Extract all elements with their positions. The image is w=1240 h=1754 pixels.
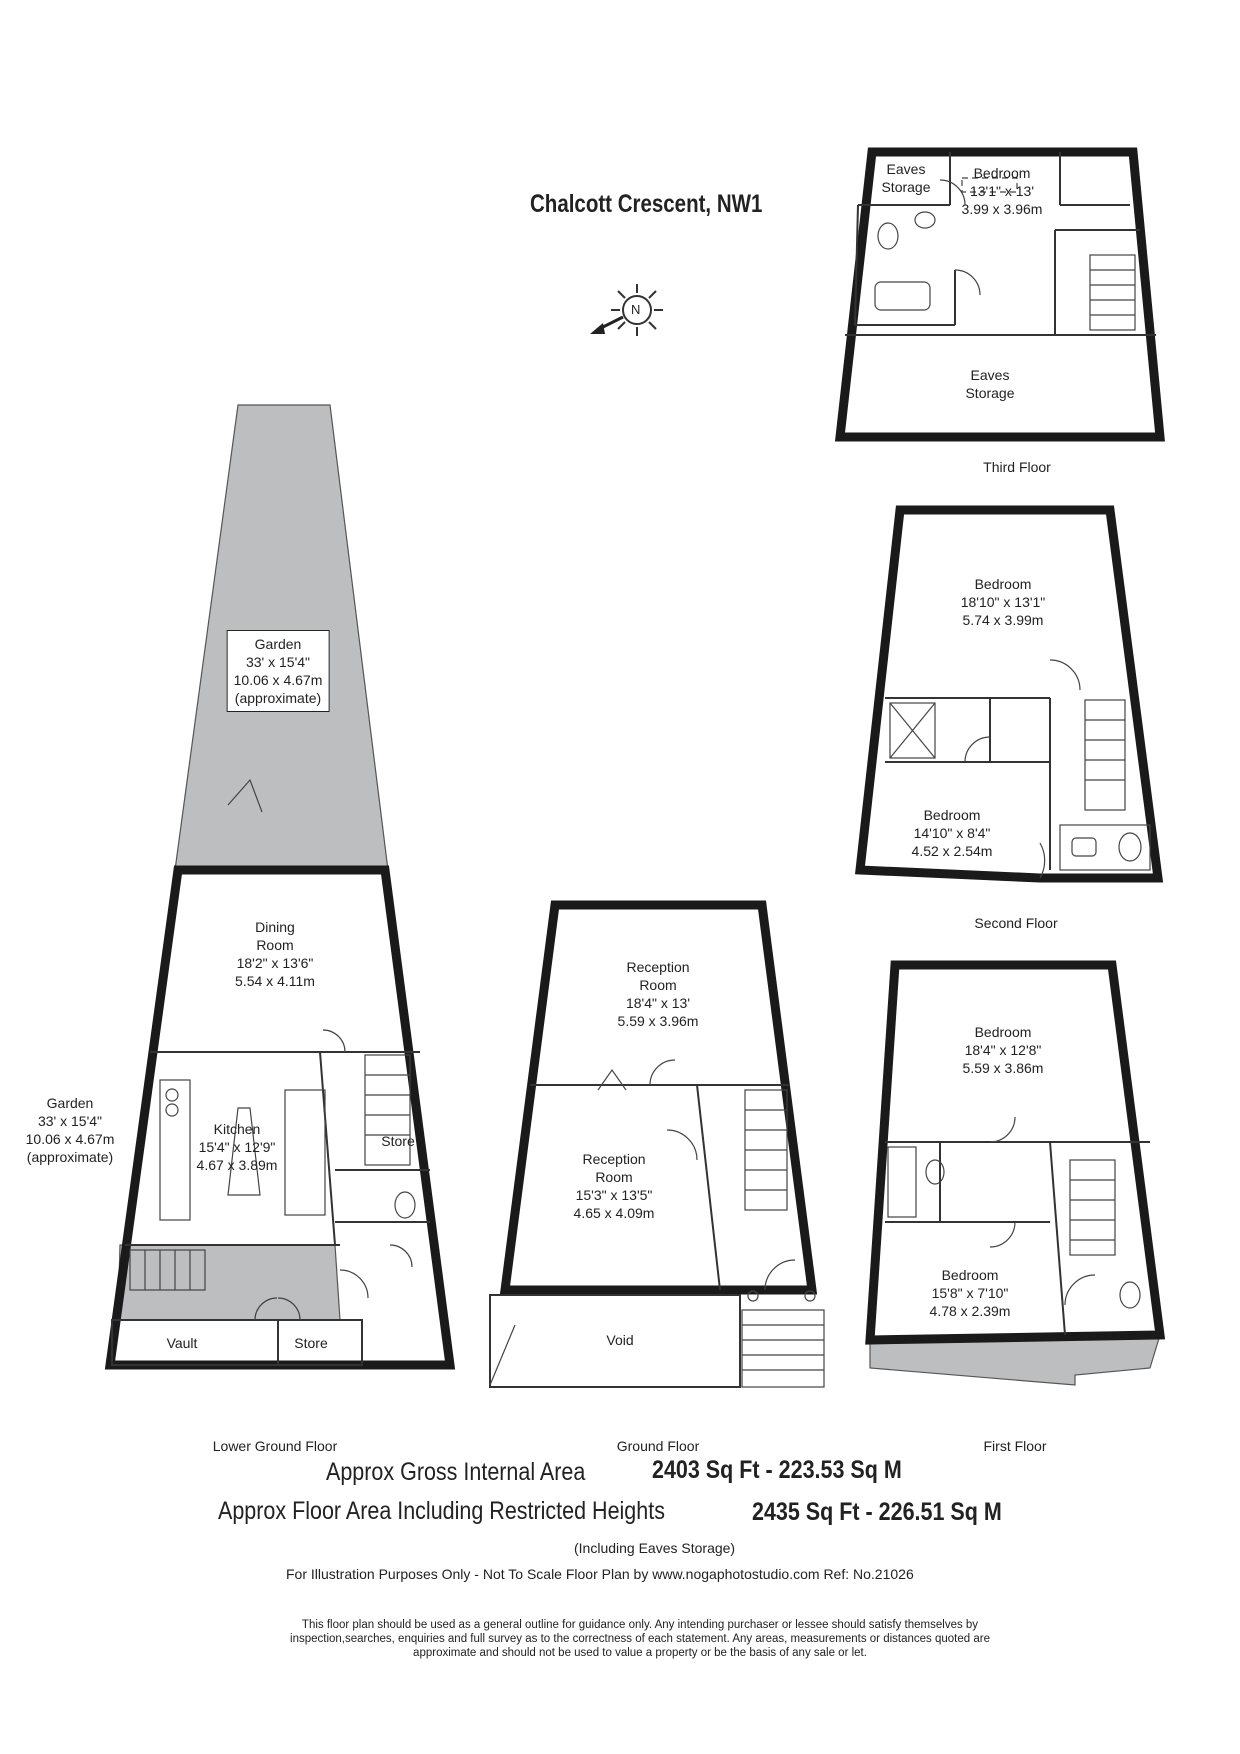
- room-note: (approximate): [234, 690, 322, 706]
- third-floor-label: Third Floor: [983, 459, 1051, 475]
- second-bedroom-large: Bedroom 18'10" x 13'1" 5.74 x 3.99m: [961, 575, 1046, 629]
- room-name: Reception Room: [582, 1151, 646, 1185]
- room-imperial: 13'1" x 13': [969, 183, 1035, 199]
- room-name: Eaves Storage: [881, 161, 931, 195]
- room-imperial: 33' x 15'4": [245, 654, 311, 670]
- lower-garden-label-box: Garden 33' x 15'4" 10.06 x 4.67m (approx…: [226, 630, 330, 712]
- ground-floor-plan: [489, 900, 825, 1388]
- room-metric: 4.67 x 3.89m: [196, 1157, 278, 1173]
- room-imperial: 15'8" x 7'10": [931, 1285, 1009, 1301]
- room-metric: 5.59 x 3.86m: [962, 1060, 1044, 1076]
- room-note: (approximate): [26, 1149, 114, 1165]
- ground-reception-room-rear: Reception Room 15'3" x 13'5" 4.65 x 4.09…: [574, 1150, 655, 1222]
- room-imperial: 18'4" x 12'8": [964, 1042, 1042, 1058]
- room-imperial: 33' x 15'4": [37, 1113, 103, 1129]
- room-imperial: 15'3" x 13'5": [575, 1187, 653, 1203]
- ground-reception-room-front: Reception Room 18'4" x 13' 5.59 x 3.96m: [618, 958, 699, 1030]
- room-imperial: 18'4" x 13': [625, 995, 691, 1011]
- first-bedroom-large: Bedroom 18'4" x 12'8" 5.59 x 3.86m: [963, 1023, 1044, 1077]
- ground-floor-label: Ground Floor: [616, 1438, 700, 1454]
- first-floor-label: First Floor: [983, 1438, 1047, 1454]
- room-metric: 4.78 x 2.39m: [929, 1303, 1011, 1319]
- illustration-note: For Illustration Purposes Only - Not To …: [286, 1566, 914, 1582]
- gross-area-value: 2403 Sq Ft - 223.53 Sq M: [652, 1456, 902, 1484]
- room-metric: 10.06 x 4.67m: [233, 672, 323, 688]
- third-bedroom: Bedroom 13'1" x 13' 3.99 x 3.96m: [962, 164, 1043, 218]
- disclaimer: This floor plan should be used as a gene…: [290, 1619, 990, 1659]
- room-metric: 3.99 x 3.96m: [961, 201, 1043, 217]
- property-title: Chalcott Crescent, NW1: [530, 190, 763, 218]
- compass-north-letter: N: [631, 302, 641, 317]
- compass-rose: [590, 284, 663, 336]
- room-imperial: 14'10" x 8'4": [913, 825, 991, 841]
- room-name: Bedroom: [973, 165, 1031, 181]
- first-bedroom-small: Bedroom 15'8" x 7'10" 4.78 x 2.39m: [930, 1266, 1011, 1320]
- ground-void: Void: [606, 1332, 634, 1348]
- first-floor-plan: [865, 960, 1166, 1386]
- room-imperial: 15'4" x 12'9": [198, 1139, 276, 1155]
- lower-kitchen: Kitchen 15'4" x 12'9" 4.67 x 3.89m: [197, 1120, 278, 1174]
- room-name: Garden: [46, 1095, 94, 1111]
- lower-dining-room: Dining Room 18'2" x 13'6" 5.54 x 4.11m: [235, 918, 315, 990]
- room-imperial: 18'10" x 13'1": [960, 594, 1046, 610]
- room-metric: 5.74 x 3.99m: [962, 612, 1044, 628]
- third-eaves-storage-top: Eaves Storage: [871, 160, 941, 196]
- room-metric: 5.59 x 3.96m: [617, 1013, 699, 1029]
- room-name: Bedroom: [974, 1024, 1032, 1040]
- third-eaves-storage-bottom: Eaves Storage: [955, 366, 1025, 402]
- second-bedroom-small: Bedroom 14'10" x 8'4" 4.52 x 2.54m: [912, 806, 993, 860]
- room-name: Garden: [254, 636, 302, 652]
- second-floor-label: Second Floor: [974, 915, 1058, 931]
- room-metric: 4.65 x 4.09m: [573, 1205, 655, 1221]
- restricted-area-label: Approx Floor Area Including Restricted H…: [218, 1497, 665, 1525]
- room-metric: 4.52 x 2.54m: [911, 843, 993, 859]
- room-name: Eaves Storage: [965, 367, 1015, 401]
- room-name: Kitchen: [213, 1121, 261, 1137]
- room-name: Bedroom: [941, 1267, 999, 1283]
- lower-ground-floor-plan: [104, 404, 456, 1370]
- lower-store-front: Store: [294, 1335, 328, 1351]
- room-name: Dining Room: [255, 919, 295, 953]
- room-name: Reception Room: [626, 959, 690, 993]
- gross-area-label: Approx Gross Internal Area: [326, 1458, 586, 1486]
- lower-vault: Vault: [166, 1335, 198, 1351]
- eaves-note: (Including Eaves Storage): [574, 1540, 736, 1556]
- room-imperial: 18'2" x 13'6": [236, 955, 314, 971]
- room-metric: 10.06 x 4.67m: [25, 1131, 115, 1147]
- third-floor-plan: [834, 147, 1165, 442]
- lower-store-inner: Store: [381, 1133, 415, 1149]
- room-name: Bedroom: [974, 576, 1032, 592]
- room-metric: 5.54 x 4.11m: [235, 973, 315, 989]
- side-garden-label: Garden 33' x 15'4" 10.06 x 4.67m (approx…: [26, 1094, 115, 1166]
- room-name: Bedroom: [923, 807, 981, 823]
- second-floor-plan: [854, 505, 1164, 883]
- restricted-area-value: 2435 Sq Ft - 226.51 Sq M: [752, 1498, 1002, 1526]
- lower-ground-floor-label: Lower Ground Floor: [212, 1438, 338, 1454]
